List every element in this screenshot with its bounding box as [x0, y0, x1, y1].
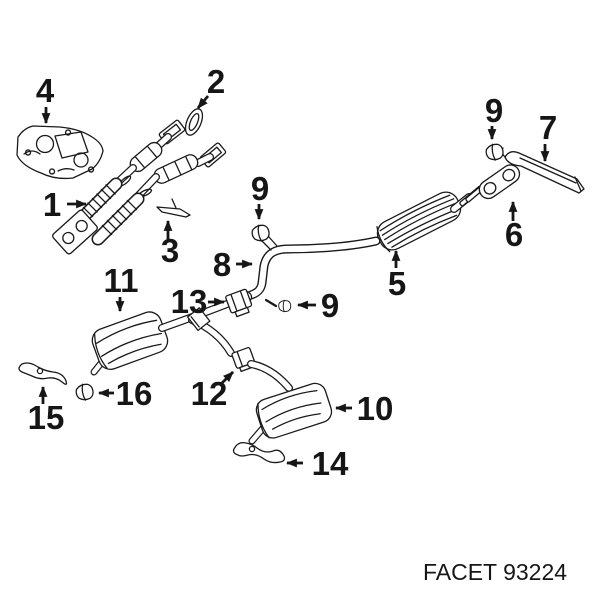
callout-label-9b: 9	[485, 92, 503, 129]
callout-labels: 1 2 3 4 5 6 7 8 9 9 9 10 11 12 13 14 15 …	[28, 63, 558, 482]
callout-label-9c: 9	[321, 287, 339, 324]
part-2-gasket	[184, 108, 204, 136]
callout-label-5: 5	[388, 265, 406, 302]
callout-label-9a: 9	[251, 170, 269, 207]
part-9-hanger-b	[484, 142, 505, 163]
part-6-gasket	[478, 164, 521, 200]
callout-label-1: 1	[43, 186, 61, 223]
callout-label-11: 11	[104, 262, 139, 299]
part-15-strap	[18, 362, 68, 385]
part-3-bracket	[156, 198, 191, 218]
callout-label-13: 13	[171, 283, 208, 320]
callout-label-14: 14	[312, 445, 349, 482]
brand-label: FACET 93224	[423, 559, 567, 585]
part-16-grommet	[74, 382, 95, 403]
callout-label-16: 16	[116, 375, 153, 412]
callout-label-7: 7	[539, 109, 557, 146]
part-9-hanger-a	[250, 223, 271, 244]
part-12-clamp	[231, 347, 255, 373]
part-13-clamp	[225, 288, 253, 318]
part-8-center-pipe	[243, 236, 381, 308]
callout-arrow-2	[196, 95, 210, 109]
callout-label-8: 8	[213, 246, 231, 283]
front-end-flange	[52, 209, 98, 255]
callout-arrow-12	[219, 371, 234, 386]
part-5-center-muffler	[376, 181, 489, 253]
callout-label-15: 15	[28, 399, 65, 436]
callout-label-2: 2	[207, 63, 225, 100]
part-14-strap	[232, 441, 286, 464]
part-10-rear-muffler-right	[247, 360, 333, 445]
y-junction-sleeve	[186, 307, 211, 332]
callout-label-6: 6	[505, 216, 523, 253]
callout-label-10: 10	[357, 390, 394, 427]
callout-label-4: 4	[36, 72, 55, 109]
part-1-front-pipe-assembly	[52, 119, 227, 255]
callout-label-12: 12	[191, 375, 228, 412]
part-4-heat-shield	[16, 125, 104, 180]
callout-label-3: 3	[161, 232, 179, 269]
part-9-hanger-c	[278, 299, 292, 313]
part-11-rear-muffler-left	[90, 300, 235, 376]
callout-arrows	[38, 95, 550, 468]
